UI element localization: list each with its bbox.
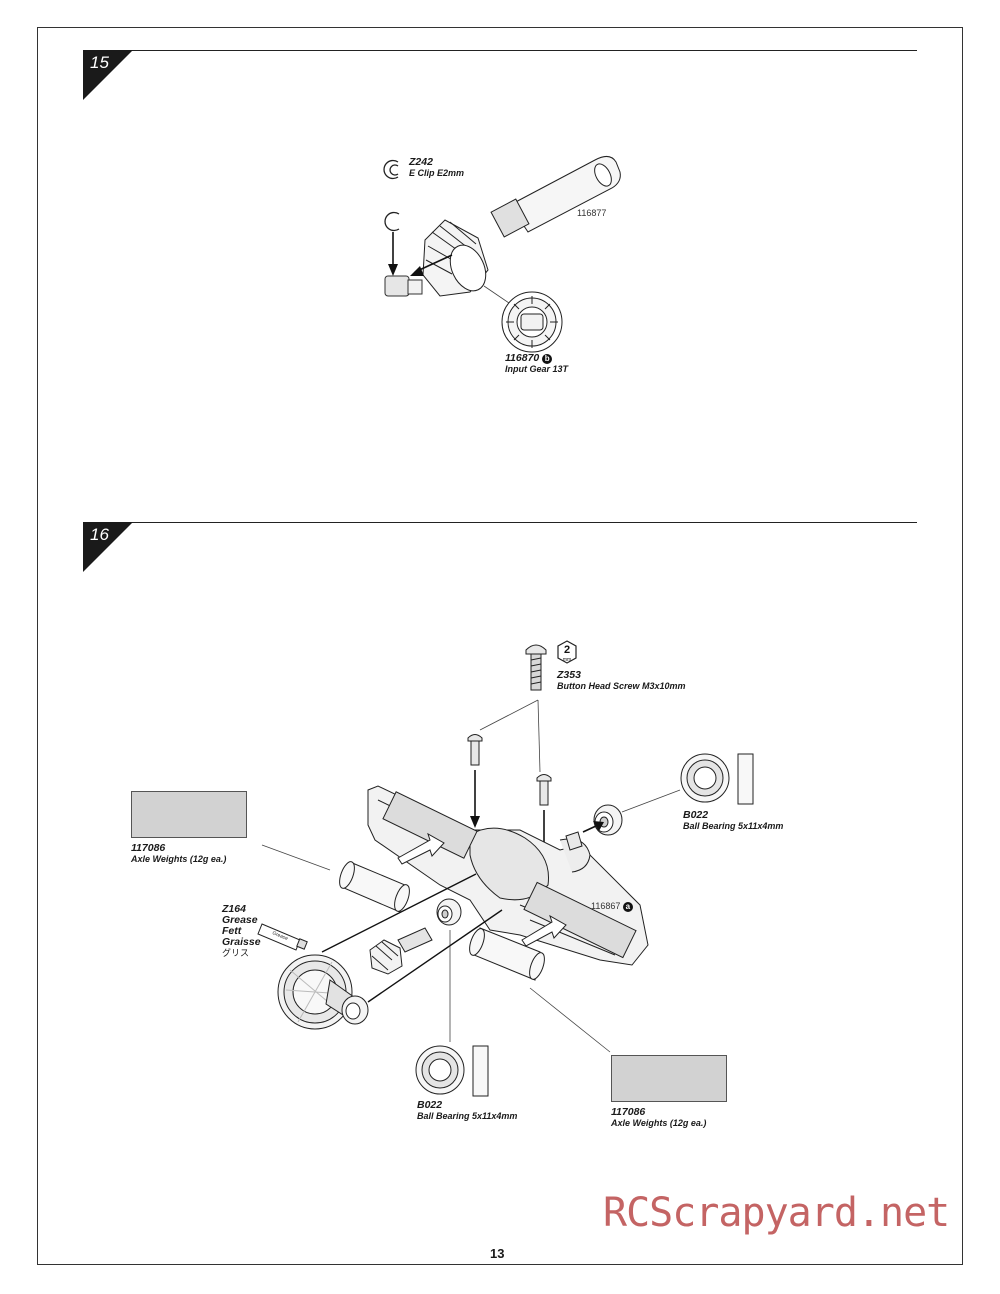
button-screw-icon	[525, 644, 547, 691]
b022-bottom-part-number: B022	[417, 1099, 443, 1111]
gear-description: Input Gear 13T	[505, 364, 569, 374]
axle-weight-left-swatch	[131, 791, 247, 838]
weights-right-description: Axle Weights (12g ea.)	[611, 1118, 707, 1128]
z164-grease-en: Grease	[222, 914, 258, 926]
grease-tube-icon	[257, 923, 308, 951]
z164-grease-fr: Graisse	[222, 936, 261, 948]
e-clip-install-icon	[384, 211, 400, 232]
z242-part-number: Z242	[409, 156, 433, 168]
ring-gear-icon	[277, 954, 359, 1030]
axle-weight-right-swatch	[611, 1055, 727, 1102]
bearing-ref-right-icon	[680, 753, 754, 805]
page-frame	[37, 27, 963, 1265]
bearing-ref-bottom-icon	[415, 1045, 489, 1097]
gear-part-number: 116870	[505, 352, 540, 364]
housing-part-number: 116867	[591, 901, 621, 911]
gear-label: 116870 b Input Gear 13T	[505, 353, 568, 375]
step-16-badge: 16	[83, 522, 133, 572]
z242-description: E Clip E2mm	[409, 168, 465, 178]
bearing-install-left-icon	[436, 898, 462, 926]
weights-left-label: 117086 Axle Weights (12g ea.)	[131, 843, 226, 865]
b022-bottom-description: Ball Bearing 5x11x4mm	[417, 1111, 518, 1121]
housing-badge: a	[622, 902, 633, 912]
input-gear-icon	[369, 927, 433, 975]
z353-label: Z353 Button Head Screw M3x10mm	[557, 670, 686, 692]
weights-left-part-number: 117086	[131, 842, 166, 854]
b022-right-description: Ball Bearing 5x11x4mm	[683, 821, 784, 831]
z242-label: Z242 E Clip E2mm	[409, 157, 464, 179]
z164-grease-jp: グリス	[222, 948, 250, 958]
diff-bearing-icon	[341, 995, 369, 1025]
shaft-hub-icon	[384, 275, 423, 297]
b022-bottom-label: B022 Ball Bearing 5x11x4mm	[417, 1100, 517, 1122]
step-16-number: 16	[90, 525, 109, 544]
input-gear-face-icon	[501, 291, 563, 353]
weights-left-description: Axle Weights (12g ea.)	[131, 854, 227, 864]
watermark: RCScrapyard.net	[603, 1190, 950, 1236]
page-number: 13	[490, 1246, 505, 1261]
weights-right-label: 117086 Axle Weights (12g ea.)	[611, 1107, 706, 1129]
input-shaft-icon	[490, 156, 621, 238]
weights-right-part-number: 117086	[611, 1106, 646, 1118]
axle-housing-icon	[367, 785, 649, 966]
step-16-rule	[83, 522, 917, 523]
step-15-number: 15	[90, 53, 109, 72]
step-15-rule	[83, 50, 917, 51]
z164-label: Z164 Grease Fett Graisse グリス	[222, 904, 261, 959]
axle-weight-right-icon	[469, 927, 545, 981]
tool-unit: mm	[563, 657, 571, 663]
screw-left-icon	[467, 734, 483, 766]
bearing-install-right-icon	[593, 804, 623, 836]
b022-right-label: B022 Ball Bearing 5x11x4mm	[683, 810, 783, 832]
axle-weight-left-icon	[339, 861, 410, 913]
gear-badge: b	[542, 354, 553, 364]
z164-part-number: Z164	[222, 903, 246, 915]
e-clip-icon	[383, 159, 399, 180]
hex-tool-icon	[557, 640, 577, 664]
grease-tube-label: Grease	[271, 930, 289, 942]
z164-grease-de: Fett	[222, 925, 242, 937]
z353-description: Button Head Screw M3x10mm	[557, 681, 686, 691]
z353-part-number: Z353	[557, 669, 581, 681]
screw-right-icon	[536, 774, 552, 806]
b022-right-part-number: B022	[683, 809, 709, 821]
input-gear-side-icon	[422, 219, 489, 297]
step-15-badge: 15	[83, 50, 133, 100]
housing-label: 116867 a	[591, 901, 633, 912]
shaft-part-number: 116877	[577, 208, 607, 218]
tool-size: 2	[564, 644, 570, 656]
